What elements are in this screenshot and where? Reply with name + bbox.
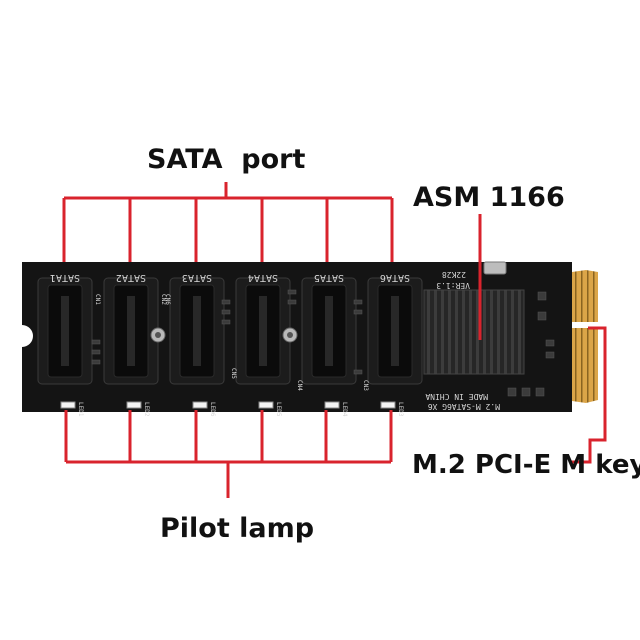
silk-connector-label: CN3: [362, 380, 369, 391]
silk-port-label: SATA5: [314, 272, 344, 283]
heatsink: [423, 289, 525, 375]
silk-led-label: LED4: [341, 402, 348, 417]
silk-port-label: SATA1: [50, 272, 80, 283]
silk-port-label: SATA6: [380, 272, 410, 283]
silk-made-in: MADE IN CHINA: [425, 392, 488, 401]
silk-version: VER:1.3: [436, 281, 470, 290]
led-row: [60, 401, 396, 409]
crystal-oscillator: [483, 261, 507, 275]
callout-lines: [62, 182, 607, 498]
sata-port-2: [103, 277, 159, 385]
silk-led-label: LED5: [275, 402, 282, 417]
led: [192, 401, 208, 409]
silk-led-label: LED6: [209, 402, 216, 417]
led: [258, 401, 274, 409]
sata-port-1: [37, 277, 93, 385]
silk-led-label: LED3: [397, 402, 404, 417]
sata-callout: [62, 182, 394, 262]
smd-components: [91, 289, 555, 397]
silk-connector-label: CN4: [296, 380, 303, 391]
silkscreen: SATA1 SATA2 SATA3 SATA4 SATA5 SATA6 CN1 …: [50, 270, 500, 417]
m2-callout: [570, 326, 607, 464]
sata-port-6: [367, 277, 423, 385]
led: [324, 401, 340, 409]
silk-connector-label: CN1: [94, 294, 101, 305]
silk-model: M.2 M-SATA6G X6: [428, 402, 500, 411]
led: [126, 401, 142, 409]
silk-connector-label: CN5: [230, 368, 237, 379]
silk-port-label: SATA2: [116, 272, 146, 283]
sata-port-5: [301, 277, 357, 385]
silk-led-label: LED1: [77, 402, 84, 417]
sata-port-label: SATA port: [147, 144, 306, 175]
silk-port-label: SATA3: [182, 272, 212, 283]
silk-led-label: LED2: [143, 402, 150, 417]
mounting-notch: [11, 325, 33, 347]
silk-port-label: SATA4: [248, 272, 278, 283]
m-key-notch: [572, 322, 598, 328]
m2-key-label: M.2 PCI-E M key: [412, 450, 640, 480]
sata-connectors: [37, 277, 423, 385]
silk-connector-label: CN2: [160, 294, 167, 305]
gold-edge-connector: [572, 270, 598, 403]
silk-connector-label: CN6: [164, 294, 171, 305]
silk-date-code: 22K28: [442, 270, 466, 279]
pilot-lamp-callout: [64, 410, 393, 498]
sata-port-3: [169, 277, 225, 385]
chip-label: ASM 1166: [413, 182, 565, 213]
sata-port-4: [235, 277, 291, 385]
led: [380, 401, 396, 409]
pilot-lamp-label: Pilot lamp: [160, 513, 315, 544]
led: [60, 401, 76, 409]
